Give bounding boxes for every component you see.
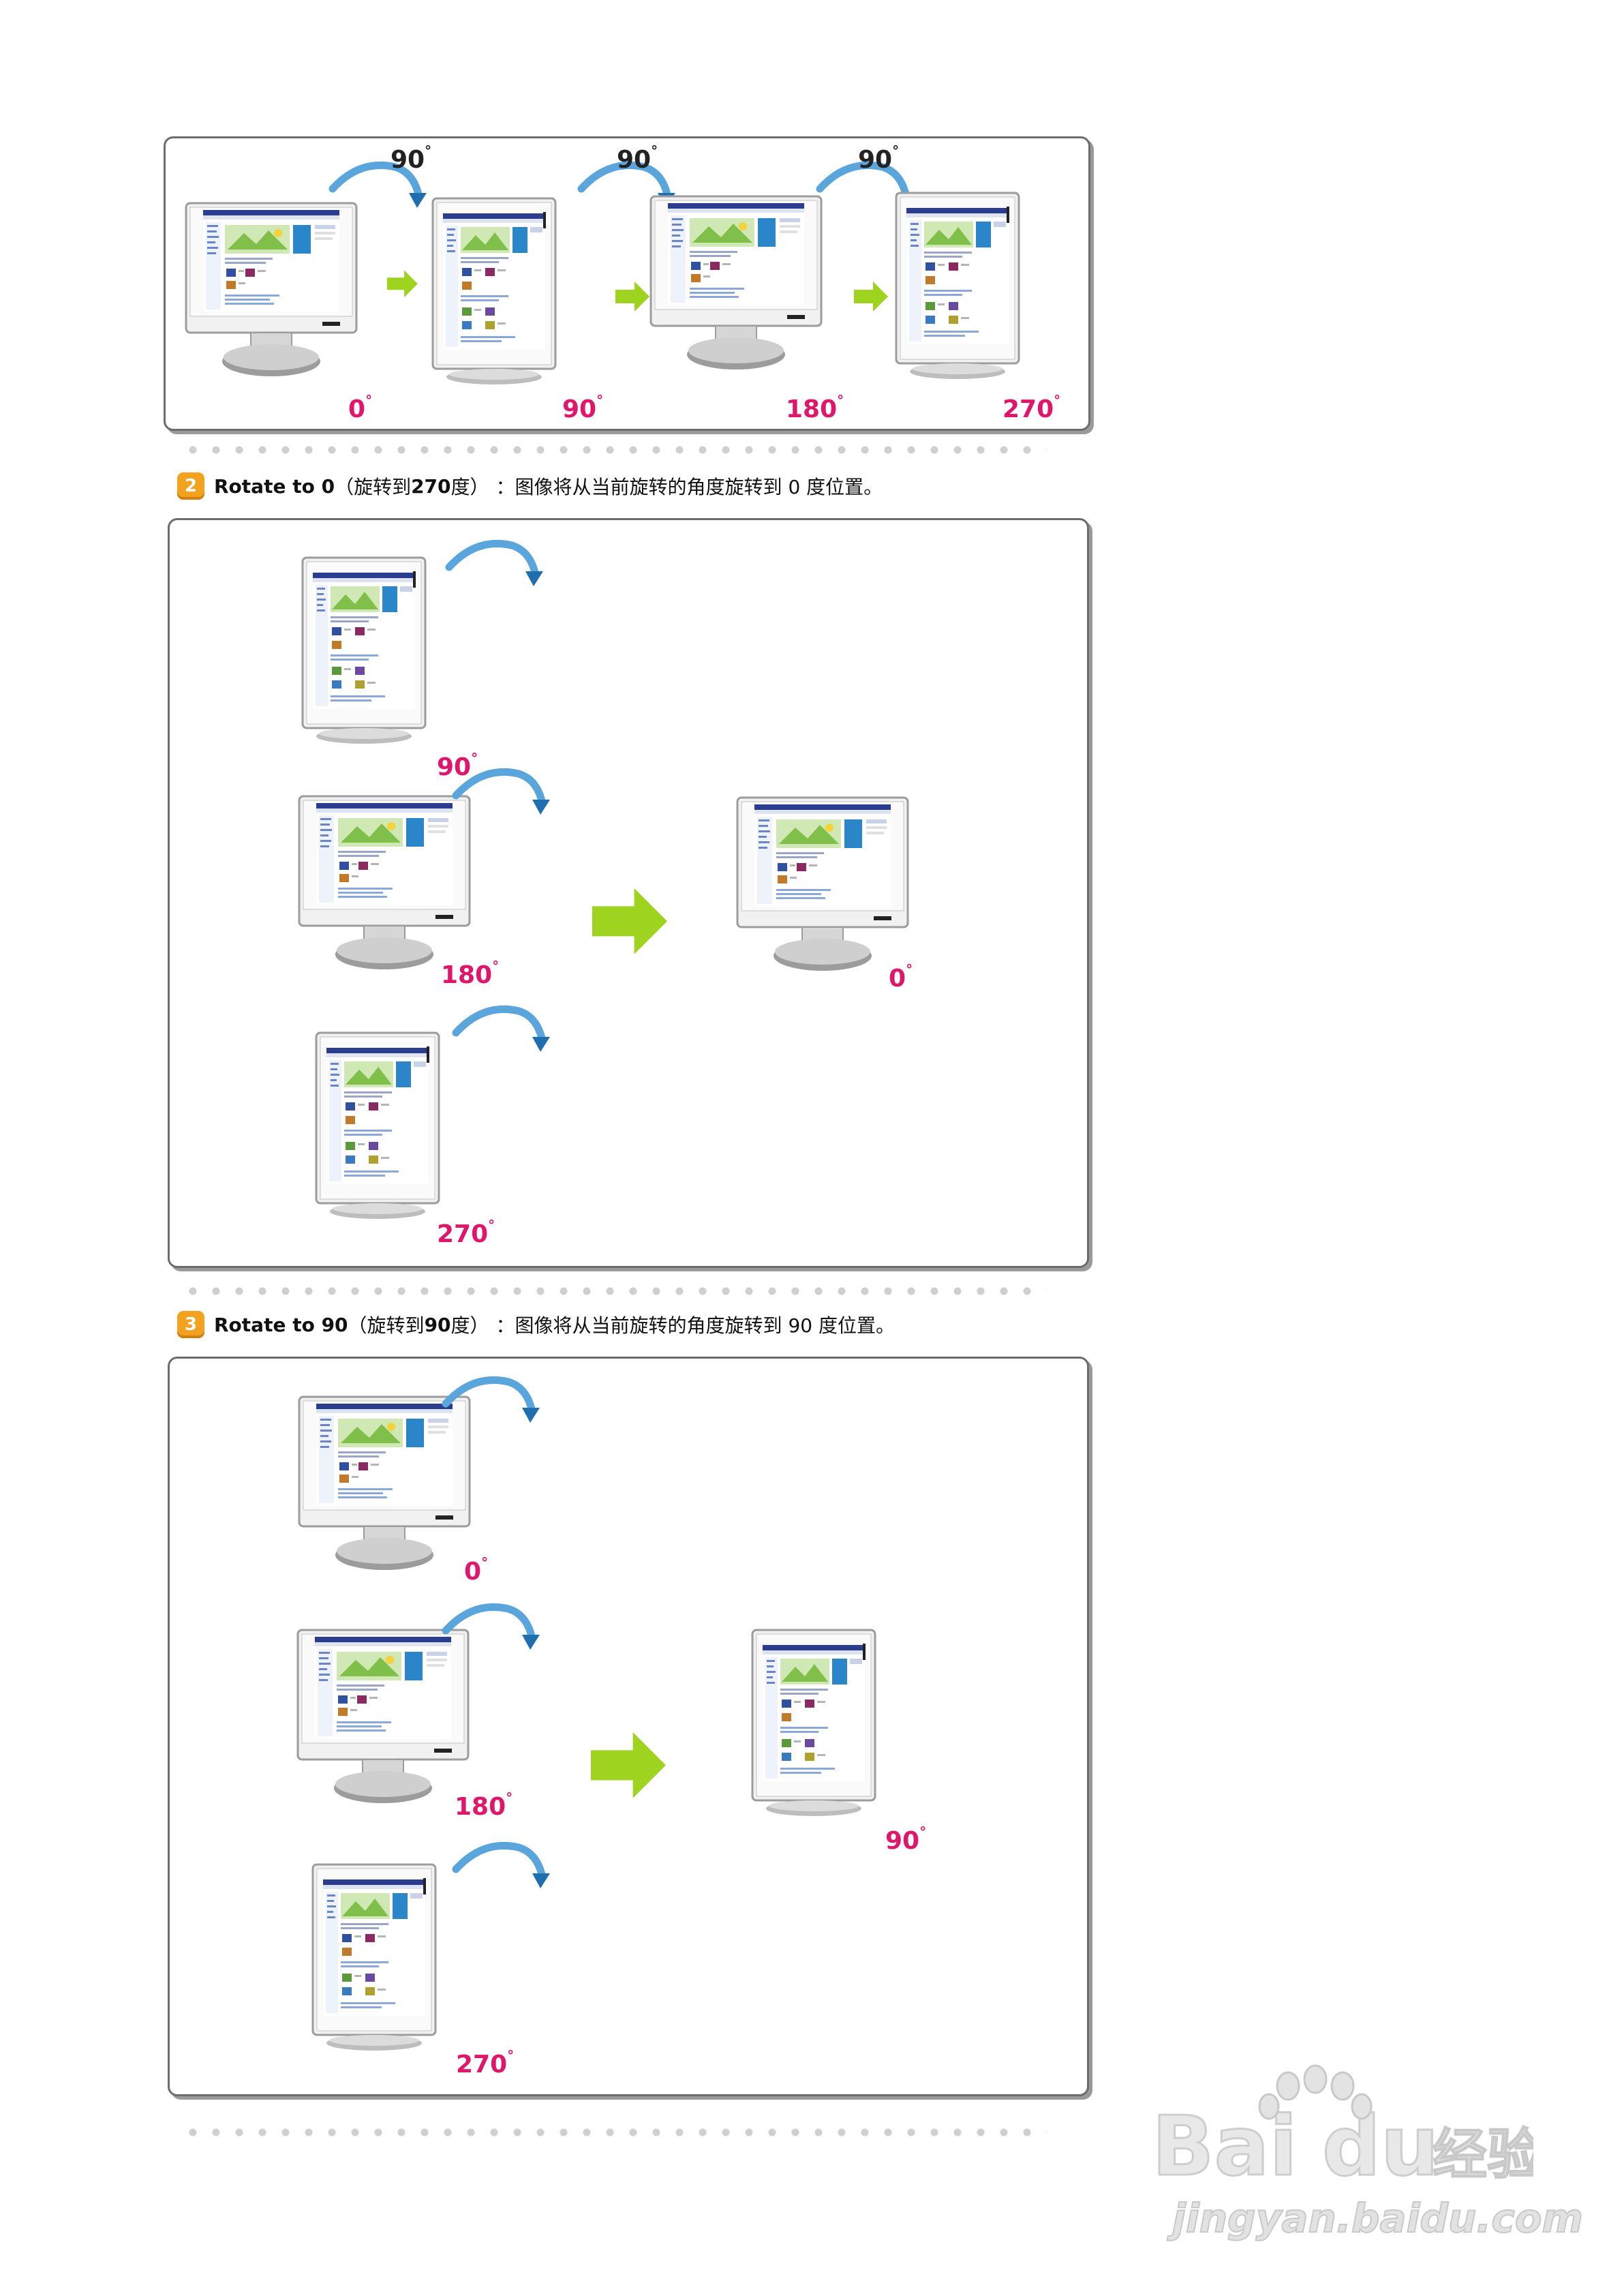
baidu-paw-logo-icon: Bai du 经验	[1151, 2064, 1542, 2196]
s2-label-0: 0°	[889, 961, 913, 993]
monitor-label-270: 270°	[1003, 392, 1061, 423]
section-2-description: ：图像将从当前旋转的角度旋转到 0 度位置。	[495, 476, 883, 498]
s2-label-90: 90°	[437, 750, 478, 781]
section-2-paren-number: 270	[411, 474, 451, 498]
section-3-title: Rotate to 90	[214, 1313, 348, 1336]
section-3-heading: 3 Rotate to 90 （旋转到 90 度） ：图像将从当前旋转的角度旋转…	[177, 1309, 895, 1340]
baidu-jingyan-watermark: Bai du 经验 jingyan.baidu.com	[1151, 2059, 1584, 2250]
rotation-sequence-illustration	[166, 138, 1092, 433]
watermark-url: jingyan.baidu.com	[1172, 2194, 1584, 2242]
s2-label-270: 270°	[437, 1217, 495, 1248]
s3-label-90: 90°	[885, 1824, 927, 1855]
section-3-paren-number: 90	[424, 1313, 451, 1336]
section-3-description: ：图像将从当前旋转的角度旋转到 90 度位置。	[495, 1314, 895, 1337]
curve-angle-label-1: 90°	[391, 142, 432, 174]
rotation-sequence-panel: 90° 90° 90° 0° 90° 180° 270°	[164, 136, 1090, 431]
dotted-divider	[181, 446, 1047, 454]
monitor-label-180: 180°	[786, 392, 844, 423]
section-3-paren-open: （旋转到	[348, 1314, 425, 1337]
step-3-badge: 3	[177, 1311, 204, 1338]
step-2-badge: 2	[177, 472, 204, 500]
monitor-label-0: 0°	[348, 392, 373, 423]
s3-label-0: 0°	[464, 1554, 489, 1586]
section-2-title: Rotate to 0	[214, 474, 335, 498]
dotted-divider	[181, 2128, 1047, 2136]
svg-text:经验: 经验	[1433, 2123, 1533, 2186]
monitor-label-90: 90°	[562, 392, 604, 423]
section-2-heading: 2 Rotate to 0 （旋转到 270 度） ：图像将从当前旋转的角度旋转…	[177, 470, 883, 502]
svg-text:du: du	[1322, 2100, 1439, 2194]
rotate-to-90-illustration	[170, 1359, 1091, 2098]
s3-label-180: 180°	[455, 1789, 513, 1821]
section-3-paren-close: 度）	[450, 1314, 489, 1337]
curve-angle-label-3: 90°	[858, 142, 900, 174]
rotate-to-90-panel: 0° 180° 270° 90°	[168, 1357, 1089, 2096]
section-2-paren-close: 度）	[450, 476, 489, 498]
dotted-divider	[181, 1287, 1047, 1295]
rotate-to-0-illustration	[170, 520, 1091, 1270]
s2-label-180: 180°	[441, 958, 500, 989]
section-2-paren-open: （旋转到	[335, 476, 412, 498]
s3-label-270: 270°	[456, 2047, 515, 2079]
rotate-to-0-panel: 90° 180° 270° 0°	[168, 518, 1089, 1268]
curve-angle-label-2: 90°	[617, 142, 658, 174]
